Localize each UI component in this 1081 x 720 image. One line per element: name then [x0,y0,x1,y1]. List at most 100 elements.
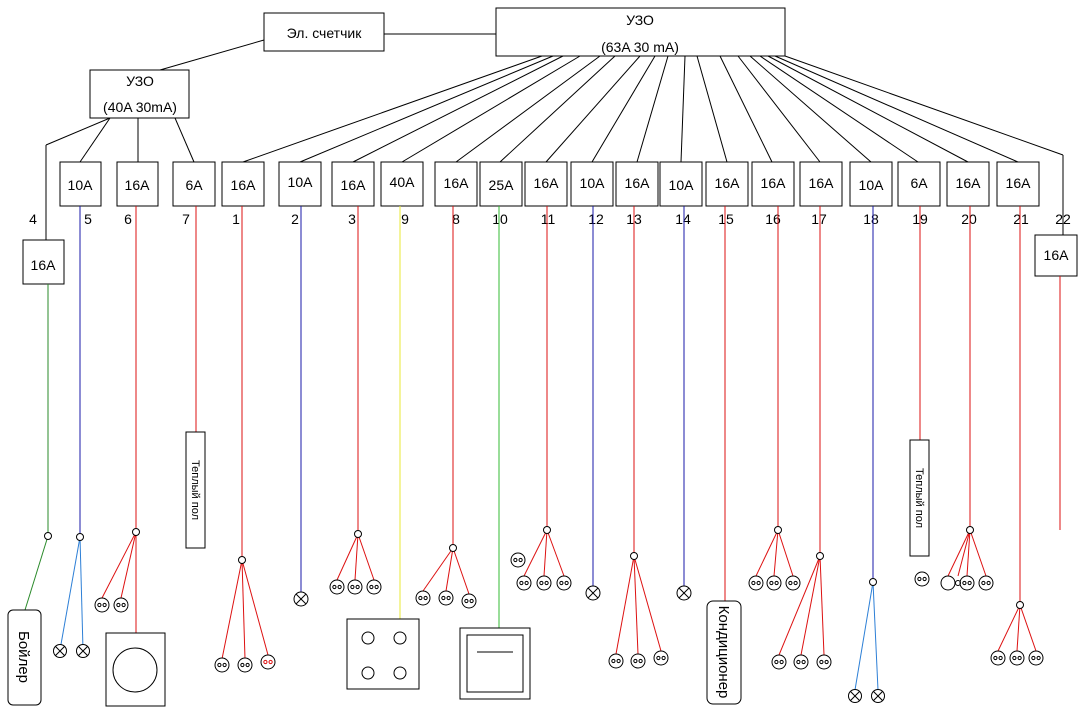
floor-heat-label-2: Теплый пол [913,468,925,528]
circuit-8 [415,206,477,609]
junction-node [966,526,974,534]
breaker-14: 10A 14 [659,161,703,227]
rcd-secondary-box: УЗО (40A 30mA) [89,69,190,119]
breaker-number: 1 [232,211,240,227]
junction-node [816,552,824,560]
circuit-3 [329,206,382,595]
breaker-21: 16A 21 [996,161,1040,227]
socket-icon [940,575,956,591]
circuit-13 [608,206,669,669]
breaker-number: 6 [124,211,132,227]
rcd-main-title: УЗО [626,12,654,28]
breaker-rating: 10A [669,177,695,193]
circuit-18 [848,206,885,703]
breaker-number: 21 [1013,211,1029,227]
floor-heat-label-1: Теплый пол [189,460,201,520]
socket-icon [766,575,782,591]
breaker-9: 40A 9 [380,161,424,227]
lamp-icon [293,591,309,607]
socket-icon [94,597,110,613]
breaker-number: 8 [452,211,460,227]
breaker-11: 16A 11 [524,161,568,227]
socket-icon [914,571,930,587]
rcd-secondary-rating: (40A 30mA) [103,99,177,115]
breaker-4: 16A 4 [22,211,65,285]
socket-icon [516,575,532,591]
oven-icon [459,627,531,700]
circuit-17 [771,206,832,670]
breaker-6: 16A 6 [116,161,159,227]
socket-icon [415,590,431,606]
breaker-number: 16 [765,211,781,227]
circuit-9 [346,206,420,690]
circuit-2 [293,206,309,607]
socket-icon [366,579,382,595]
junction-node [630,552,638,560]
breaker-rating: 16A [715,175,741,191]
lamp-icon [871,689,885,703]
breaker-17: 16A 17 [799,161,843,227]
breaker-rating: 16A [956,175,982,191]
circuit-7: Теплый пол [185,206,206,549]
junction-node [132,528,140,536]
junction-node [774,526,782,534]
socket-icon [608,653,624,669]
socket-icon [785,575,801,591]
lamp-icon [585,585,601,601]
breaker-number: 15 [718,211,734,227]
breaker-number: 7 [182,211,190,227]
socket-icon [630,653,646,669]
breaker-10: 25A 10 [479,161,523,227]
junction-node [449,544,457,552]
breaker-rating: 10A [68,177,94,193]
breaker-7: 6A 7 [172,161,216,227]
circuit-15: Кондиционер [706,206,742,705]
breaker-rating: 16A [231,177,257,193]
breaker-rating: 16A [761,175,787,191]
breaker-rating: 16A [341,177,367,193]
socket-icon [653,650,669,666]
breaker-number: 20 [961,211,977,227]
washing-machine-icon [105,632,166,707]
breaker-rating: 10A [580,175,606,191]
socket-icon [461,593,477,609]
breaker-rating: 16A [31,257,57,273]
floor-heat-box-2 [909,439,930,557]
socket-icon [748,575,764,591]
socket-icon [771,654,787,670]
lamp-icon [53,644,67,658]
breaker-13: 16A 13 [615,161,659,227]
ac-label: Кондиционер [715,606,732,699]
breaker-rating: 40A [390,174,416,190]
socket-icon [260,654,276,670]
socket-icon [816,654,832,670]
breaker-number: 3 [348,211,356,227]
breaker-3: 16A 3 [331,161,375,227]
rcd-secondary-title: УЗО [126,73,154,89]
junction-node [76,533,84,541]
junction-node [354,530,362,538]
meter-label: Эл. счетчик [287,25,363,41]
breaker-number: 14 [675,211,691,227]
socket-icon [510,552,526,568]
breaker-rating: 6A [185,177,203,193]
breaker-5: 10A 5 [59,161,102,227]
breaker-rating: 16A [125,177,151,193]
junction-node [44,532,52,540]
socket-icon [1028,650,1044,666]
breaker-number: 22 [1055,211,1071,227]
breaker-1: 16A 1 [221,161,265,227]
circuit-10 [459,206,531,700]
socket-icon [978,575,994,591]
feed-lines [45,33,1064,240]
meter-box: Эл. счетчик [263,12,385,52]
breaker-rating: 10A [288,174,314,190]
socket-icon [959,575,975,591]
socket-icon [1009,650,1025,666]
breaker-number: 10 [492,211,508,227]
circuit-1 [214,206,276,673]
socket-icon [237,657,253,673]
breaker-20: 16A 20 [946,161,990,227]
breaker-19: 6A 19 [897,161,941,227]
